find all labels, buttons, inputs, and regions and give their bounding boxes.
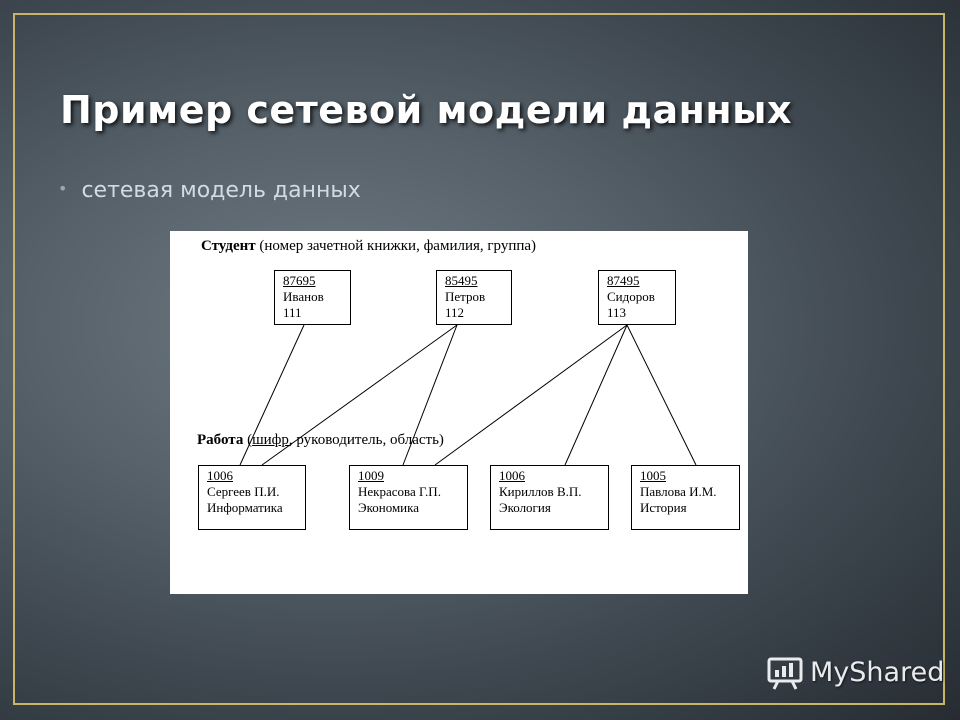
student-record: 85495 Петров 112 [436, 270, 512, 325]
student-name: Иванов [283, 289, 324, 304]
student-id: 85495 [445, 273, 478, 288]
link-sidorov-kirillov [564, 324, 628, 466]
student-record: 87695 Иванов 111 [274, 270, 351, 325]
work-record: 1005 Павлова И.М. История [631, 465, 740, 530]
link-ivanov-sergeev [239, 324, 305, 466]
student-id: 87695 [283, 273, 316, 288]
diagram-links [239, 324, 697, 466]
bullet-text: сетевая модель данных [81, 178, 361, 203]
watermark-logo: MyShared [766, 652, 944, 692]
work-code: 1005 [640, 468, 666, 483]
student-heading-attrs: (номер зачетной книжки, фамилия, группа) [255, 238, 537, 254]
student-record: 87495 Сидоров 113 [598, 270, 676, 325]
work-heading-attrs: , руководитель, область) [288, 432, 444, 448]
student-group: 113 [607, 305, 627, 320]
work-field: Экономика [358, 500, 420, 515]
work-supervisor: Сергеев П.И. [207, 484, 280, 499]
student-name: Сидоров [607, 289, 655, 304]
work-record: 1009 Некрасова Г.П. Экономика [349, 465, 468, 530]
bullet-item: • сетевая модель данных [58, 178, 361, 203]
slide-title: Пример сетевой модели данных [60, 88, 793, 132]
link-sidorov-pavlova [626, 324, 697, 466]
slide-frame [13, 13, 945, 705]
work-code: 1006 [207, 468, 233, 483]
work-supervisor: Кириллов В.П. [499, 484, 582, 499]
student-heading-entity: Студент [201, 238, 256, 254]
link-sidorov-nekrasova [434, 324, 628, 466]
work-supervisor: Павлова И.М. [640, 484, 717, 499]
student-group: 111 [283, 305, 302, 320]
link-petrov-sergeev [261, 324, 458, 466]
work-supervisor: Некрасова Г.П. [358, 484, 441, 499]
work-heading-key: шифр [252, 432, 289, 448]
work-record: 1006 Сергеев П.И. Информатика [198, 465, 306, 530]
work-code: 1009 [358, 468, 384, 483]
work-field: История [640, 500, 687, 515]
student-group: 112 [445, 305, 465, 320]
link-petrov-nekrasova [402, 324, 458, 466]
work-field: Экология [499, 500, 551, 515]
watermark-text: MyShared [810, 656, 945, 688]
presentation-board-icon [767, 657, 803, 690]
work-heading-entity: Работа [197, 432, 244, 448]
student-name: Петров [445, 289, 486, 304]
student-heading: Студент (номер зачетной книжки, фамилия,… [201, 239, 536, 254]
bullet-dot-icon: • [58, 179, 68, 198]
student-id: 87495 [607, 273, 640, 288]
work-record: 1006 Кириллов В.П. Экология [490, 465, 609, 530]
work-field: Информатика [207, 500, 283, 515]
work-heading: Работа (шифр, руководитель, область) [197, 432, 444, 448]
work-code: 1006 [499, 468, 525, 483]
network-diagram: Студент (номер зачетной книжки, фамилия,… [170, 231, 748, 594]
